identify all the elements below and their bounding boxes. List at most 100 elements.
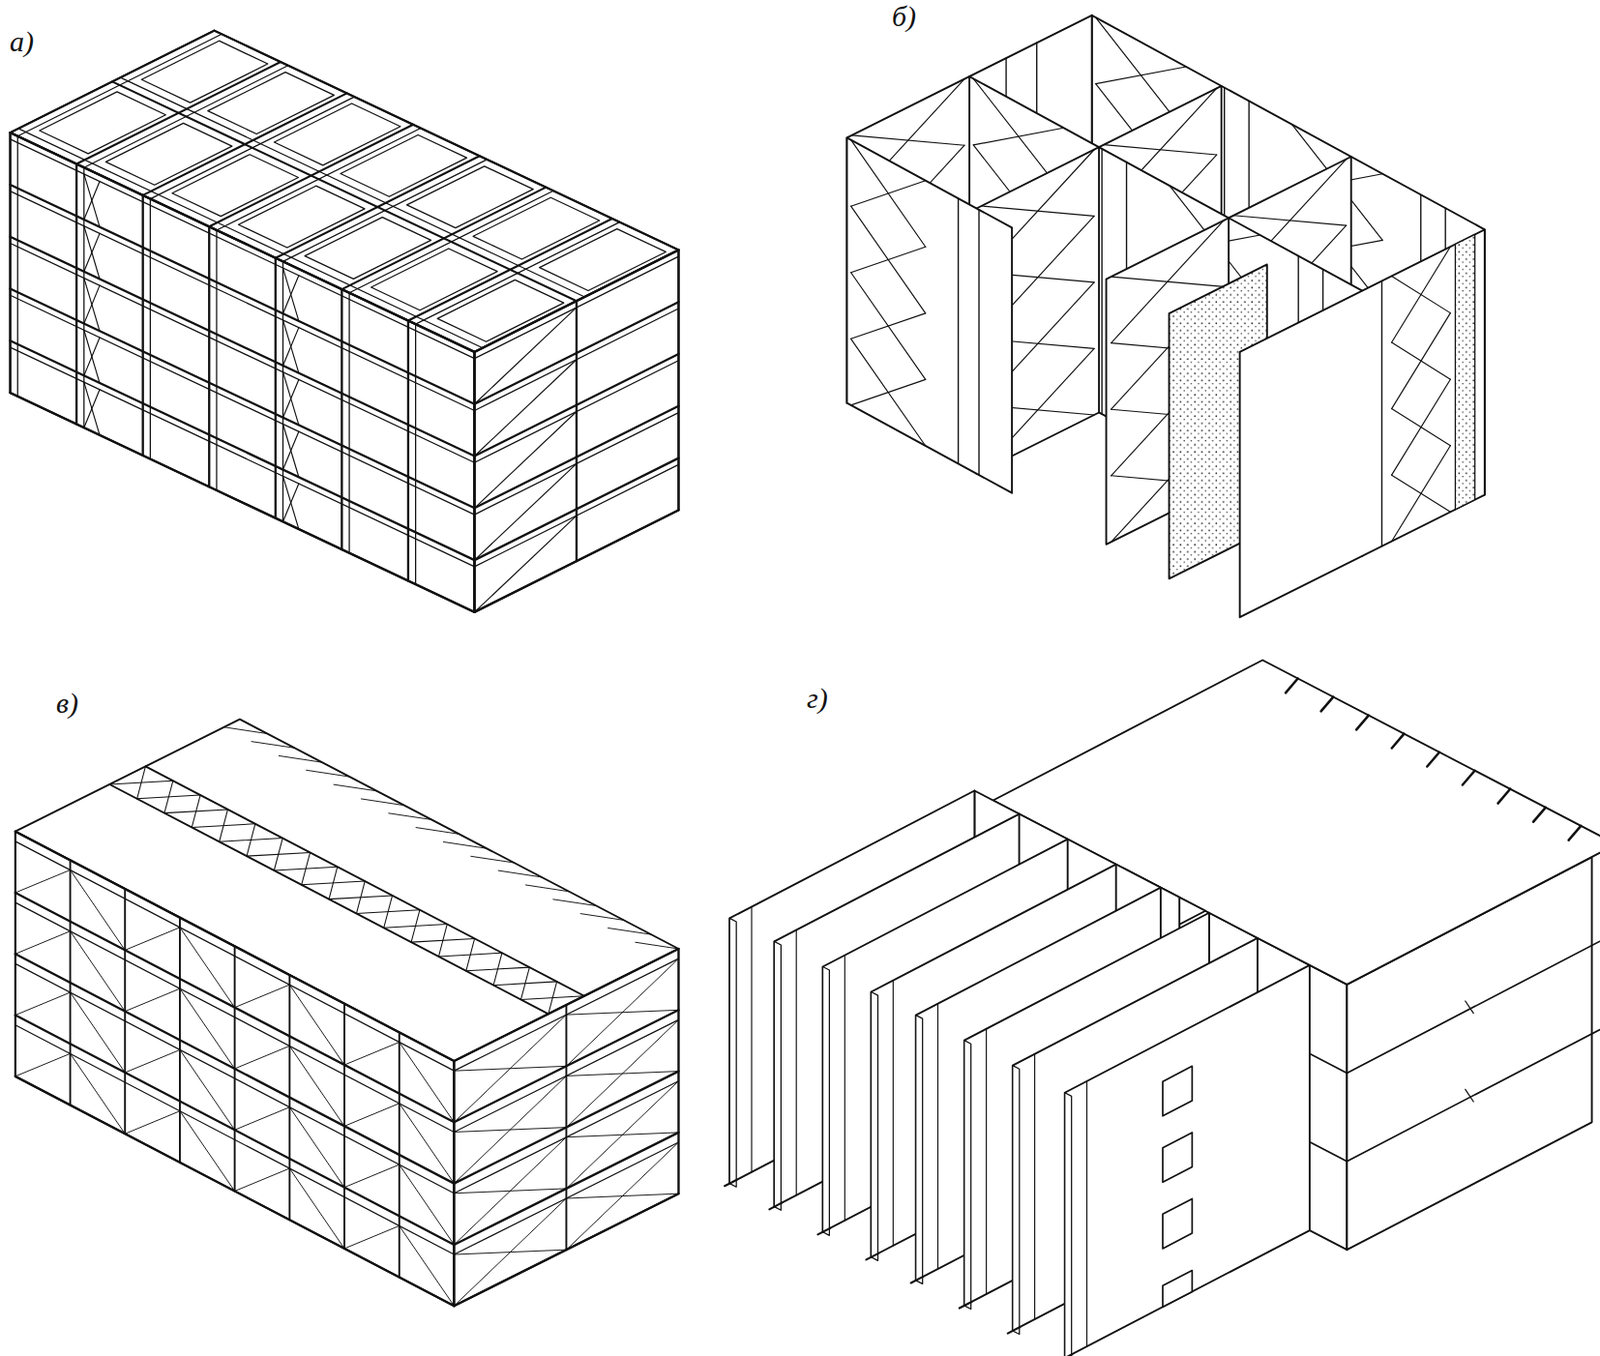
column [282, 261, 284, 522]
bracing [1392, 474, 1452, 512]
bracing [453, 1137, 566, 1245]
bracing [453, 1075, 566, 1184]
pilaster [844, 955, 846, 1221]
bracing [498, 870, 542, 878]
anchor-tick [1285, 678, 1299, 693]
bracing [474, 463, 577, 561]
wall-panel [1240, 229, 1485, 618]
bracing [608, 927, 652, 935]
column [473, 352, 475, 613]
bracing [852, 135, 965, 146]
bracing [124, 1049, 180, 1073]
bracing [84, 174, 100, 228]
bracing [635, 942, 680, 949]
bracing [851, 338, 926, 446]
bracing [283, 372, 299, 426]
wall-edge [823, 966, 830, 1236]
floor-slab-edge [1346, 1021, 1600, 1162]
bracing [278, 755, 323, 763]
footing-tick [724, 1180, 738, 1187]
floor-slab [437, 279, 564, 342]
bracing [493, 952, 503, 985]
beam [10, 392, 475, 613]
beam [10, 340, 475, 561]
pilaster [957, 198, 959, 464]
stippled-strip [1454, 234, 1475, 509]
beam [10, 347, 475, 567]
bracing [565, 1071, 679, 1077]
column [340, 289, 343, 550]
bracing [565, 1142, 679, 1250]
front-face [10, 132, 475, 613]
bracing [565, 1081, 679, 1189]
anchor-tick [1392, 734, 1405, 749]
bracing [399, 1164, 455, 1245]
column [677, 249, 680, 510]
column [215, 230, 217, 491]
bracing [1103, 145, 1217, 155]
anchor-tick [1533, 807, 1546, 823]
bracing [388, 813, 433, 821]
bracing [453, 1066, 566, 1071]
column [407, 321, 410, 582]
bracing [443, 841, 487, 849]
window-opening [1162, 1198, 1192, 1248]
bracing [235, 1045, 291, 1069]
floor-slab [539, 229, 667, 292]
wall-edge [729, 918, 737, 1187]
bracing [399, 1103, 455, 1185]
column [575, 300, 578, 562]
anchor-tick [1462, 770, 1476, 786]
bracing [344, 1103, 400, 1127]
bracing [15, 992, 71, 1016]
bracing [1392, 342, 1452, 380]
wall-edge [773, 941, 781, 1211]
column [83, 167, 85, 428]
bracing [235, 1168, 291, 1192]
bracing [283, 423, 299, 477]
bracing [453, 1198, 566, 1306]
bracing [580, 914, 624, 921]
bracing [84, 226, 100, 280]
bracing [15, 931, 71, 955]
footing-tick [817, 1228, 830, 1236]
beam [10, 237, 475, 457]
bracing [399, 1042, 455, 1124]
beam [119, 77, 585, 297]
bracing [246, 824, 256, 857]
bracing [438, 924, 447, 957]
bracing [344, 1042, 400, 1067]
anchor-tick [1321, 697, 1334, 712]
anchor-tick [1356, 715, 1369, 731]
bracing [15, 1053, 71, 1077]
break-mark [1465, 1089, 1474, 1102]
bracing [219, 809, 229, 842]
wall-edge [1065, 1093, 1072, 1356]
wall-panel [1065, 965, 1310, 1356]
bracing [179, 1111, 236, 1192]
bracing [1233, 215, 1346, 226]
pilaster [1034, 1054, 1036, 1320]
footing-tick [911, 1276, 924, 1284]
bracing [70, 992, 126, 1073]
bracing [565, 1193, 679, 1199]
bracing [84, 382, 100, 436]
bracing [289, 1168, 345, 1249]
break-mark [1465, 1001, 1474, 1014]
bracing [565, 1019, 679, 1127]
footing-tick [865, 1253, 879, 1261]
pilaster [796, 929, 798, 1195]
wall-edge [871, 992, 879, 1262]
column [142, 195, 145, 456]
wall-edge [964, 1040, 972, 1310]
bracing [179, 927, 236, 1008]
bracing [70, 1053, 126, 1134]
bracing [399, 1225, 455, 1306]
drawing-group [10, 15, 1600, 1356]
bracing [415, 828, 460, 835]
beam [214, 30, 680, 251]
wall-edge [916, 1015, 923, 1285]
bracing [283, 267, 299, 322]
bracing [289, 1107, 345, 1188]
